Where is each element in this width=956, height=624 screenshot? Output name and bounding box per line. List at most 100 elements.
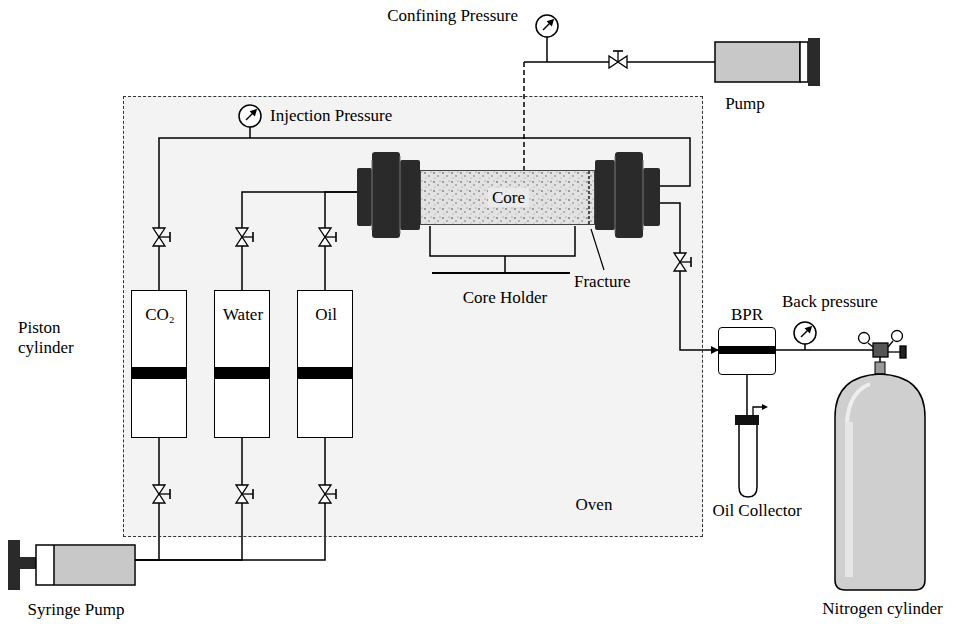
ncyl-shape [835,374,925,590]
syringe-shape [36,545,135,585]
pump-shape [800,42,808,82]
part-label: Confining Pressure [366,6,518,26]
ncyl-shape [815,362,950,620]
pump-shape [715,42,800,82]
tube-shape [762,404,768,410]
core-holder-stand [504,256,506,273]
regulator-symbol [868,343,873,347]
syringe-shape [53,545,55,585]
pump-shape [808,38,820,86]
core-holder-stand [430,226,575,256]
regulator-symbol [892,331,903,342]
core-holder-cap [372,160,373,230]
core-holder-cap [400,156,401,234]
pipe-line [776,350,880,362]
pipe-connector [135,438,325,560]
node-label: Oil Collector [697,501,817,521]
pipe-connector [159,138,690,290]
fracture-line [588,171,589,224]
valve-symbol [319,228,336,246]
piston-band [298,367,352,379]
core-holder-cap [357,168,372,226]
part-label: Piston cylinder [18,318,108,358]
regulator-symbol [859,331,907,359]
piston-cylinder: CO₂ [131,290,187,438]
core-holder-stand [430,226,575,273]
valve-symbol [319,485,336,503]
pipe-connector [776,350,880,362]
pipe-line [135,438,325,560]
valve-symbol [153,51,691,503]
regulator-symbol [859,333,870,344]
pipe-connector [135,438,242,560]
core-sample [420,170,595,225]
pipe-line [135,438,242,560]
regulator-symbol [888,341,893,347]
core-holder-cap [595,160,615,230]
pressure-gauge [536,15,558,37]
syringe-shape [8,540,20,590]
tube-shape [739,425,757,497]
node-label: Pump [705,94,785,114]
valve-symbol [236,228,253,246]
node-label: BPR [708,305,786,325]
valve-symbol [609,51,627,68]
core-holder-cap [615,152,643,238]
valve-symbol [153,228,170,246]
pressure-gauge [249,127,251,138]
syringe-shape [54,546,134,584]
regulator-diaphragm [718,346,776,354]
node-label: Water [209,305,277,325]
core-holder-cap [643,168,660,226]
core-sample-box: Core [420,170,595,225]
core-holder-cap [643,160,644,230]
pressure-gauge [794,322,816,344]
node-label: CO₂ [126,305,194,325]
pressure-gauge [239,105,261,127]
regulator-symbol [873,343,888,357]
ncyl-shape [845,422,853,577]
piston-cylinder: Oil [297,290,353,438]
core-holder-cap [357,152,660,238]
valve-symbol [153,485,170,503]
regulator-body [718,327,776,375]
node-label-patch: Core [488,188,529,207]
core-holder-cap [372,152,400,238]
node-label: Core [421,188,596,208]
pump: Pump [715,38,825,114]
valve-symbol [674,253,691,271]
node-label: Oven [554,495,634,515]
oil-collector: Oil Collector [702,415,812,522]
node-label: Syringe Pump [6,600,146,620]
oven-fill [123,96,703,537]
node-label: Nitrogen cylinder [812,599,953,619]
part-label: Core Holder [450,288,560,308]
core-holder-cap [400,160,420,230]
part-label: Back pressure [782,292,894,312]
pressure-gauge [546,37,548,62]
node-label: Oil [292,305,360,325]
part-label: Injection Pressure [270,106,440,126]
pipe-line [746,375,748,415]
oven-region: Oven CO₂ Water Oil Core [123,96,703,537]
ncyl-shape [875,362,885,374]
nitrogen-cylinder: Nitrogen cylinder [815,362,950,620]
ncyl-shape [847,384,870,422]
core-holder-stand [432,272,570,274]
piston-band [132,367,186,379]
tube-shape [735,415,759,425]
dashed-line [523,62,525,170]
core-sample [420,170,595,225]
core-holder-cap [615,156,616,234]
leader-line [591,229,604,270]
regulator-symbol [900,346,906,358]
valve-symbol [236,485,253,503]
pipe-connector [747,375,748,415]
back-pressure-regulator: BPR [718,305,776,375]
pipe-line [159,138,690,290]
piston-cylinder: Water [214,290,270,438]
syringe-pump: Syringe Pump [6,538,135,622]
piston-band [215,367,269,379]
